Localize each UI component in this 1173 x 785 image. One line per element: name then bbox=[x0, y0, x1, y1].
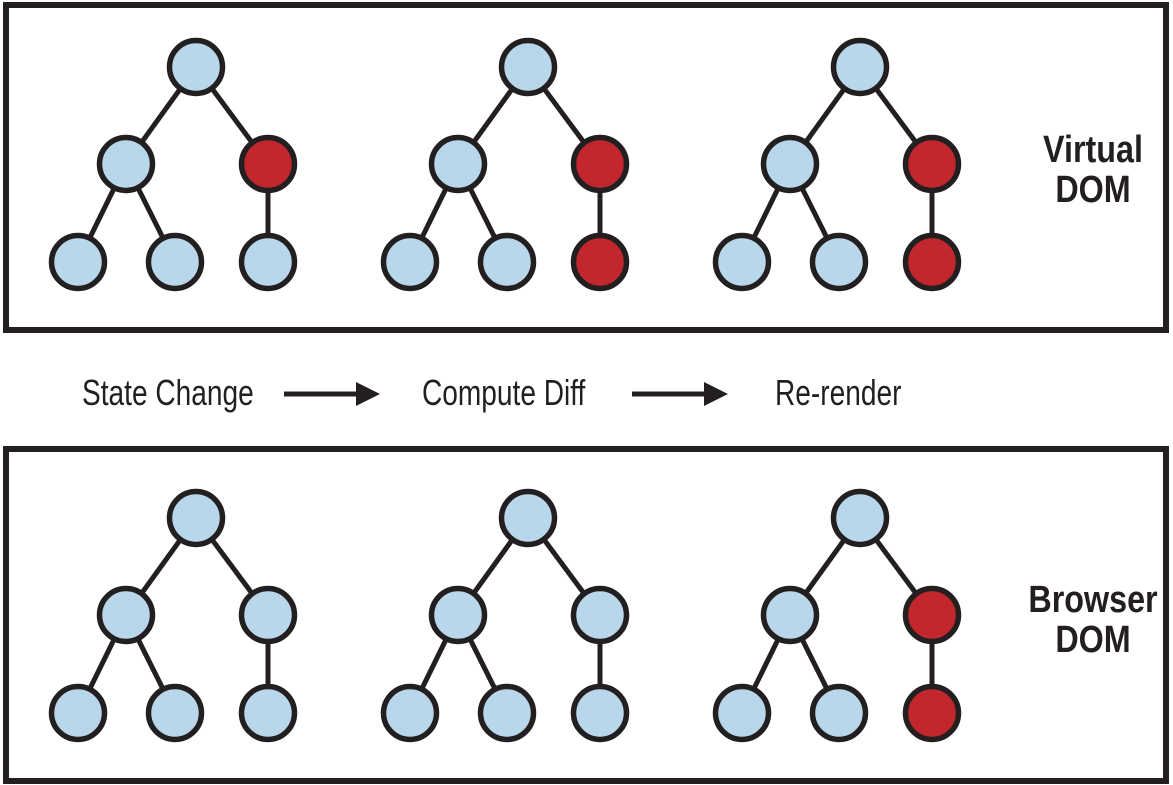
browser-dom-label-line2: DOM bbox=[1055, 619, 1131, 661]
tree-node-right bbox=[570, 134, 630, 194]
tree-node-root bbox=[498, 488, 558, 548]
tree-node-leaf2 bbox=[477, 232, 537, 292]
tree-node-leaf1 bbox=[380, 232, 440, 292]
tree-node-root bbox=[830, 37, 890, 97]
tree-node-leaf1 bbox=[712, 232, 772, 292]
tree-node-leaf1 bbox=[380, 683, 440, 743]
tree-node-left bbox=[428, 585, 488, 645]
tree-node-leaf3 bbox=[238, 232, 298, 292]
flow-step-re-render: Re-render bbox=[775, 372, 902, 413]
dom-tree bbox=[712, 37, 962, 292]
virtual-dom-panel: Virtual DOM bbox=[3, 2, 1169, 333]
tree-node-leaf3 bbox=[902, 232, 962, 292]
tree-node-left bbox=[760, 134, 820, 194]
tree-node-leaf1 bbox=[48, 683, 108, 743]
dom-tree bbox=[380, 488, 630, 743]
tree-node-right bbox=[238, 585, 298, 645]
tree-node-leaf3 bbox=[570, 232, 630, 292]
tree-node-leaf3 bbox=[902, 683, 962, 743]
tree-node-left bbox=[96, 134, 156, 194]
tree-node-root bbox=[498, 37, 558, 97]
dom-tree bbox=[48, 488, 298, 743]
tree-node-leaf3 bbox=[238, 683, 298, 743]
dom-tree bbox=[380, 37, 630, 292]
tree-node-leaf3 bbox=[570, 683, 630, 743]
dom-tree bbox=[48, 37, 298, 292]
tree-node-leaf2 bbox=[145, 683, 205, 743]
flow-arrow-icon bbox=[632, 382, 728, 406]
virtual-dom-label: Virtual DOM bbox=[1025, 130, 1161, 210]
dom-tree bbox=[712, 488, 962, 743]
tree-node-right bbox=[902, 134, 962, 194]
browser-dom-trees bbox=[48, 488, 962, 743]
tree-node-right bbox=[902, 585, 962, 645]
browser-dom-label-line1: Browser bbox=[1028, 579, 1158, 621]
tree-node-leaf2 bbox=[809, 683, 869, 743]
tree-node-leaf1 bbox=[712, 683, 772, 743]
tree-node-leaf2 bbox=[809, 232, 869, 292]
virtual-dom-trees bbox=[48, 37, 962, 292]
tree-node-left bbox=[428, 134, 488, 194]
tree-node-right bbox=[238, 134, 298, 194]
tree-node-right bbox=[570, 585, 630, 645]
virtual-dom-label-line2: DOM bbox=[1055, 169, 1131, 211]
tree-node-leaf1 bbox=[48, 232, 108, 292]
tree-node-root bbox=[166, 488, 226, 548]
browser-dom-label: Browser DOM bbox=[1025, 580, 1161, 660]
browser-dom-panel: Browser DOM bbox=[3, 446, 1169, 784]
tree-node-leaf2 bbox=[477, 683, 537, 743]
tree-node-root bbox=[166, 37, 226, 97]
tree-node-leaf2 bbox=[145, 232, 205, 292]
flow-step-compute-diff: Compute Diff bbox=[422, 372, 586, 413]
tree-node-root bbox=[830, 488, 890, 548]
virtual-dom-label-line1: Virtual bbox=[1043, 129, 1143, 171]
tree-node-left bbox=[760, 585, 820, 645]
tree-node-left bbox=[96, 585, 156, 645]
flow-arrow-icon bbox=[284, 382, 380, 406]
flow-step-state-change: State Change bbox=[82, 372, 254, 413]
